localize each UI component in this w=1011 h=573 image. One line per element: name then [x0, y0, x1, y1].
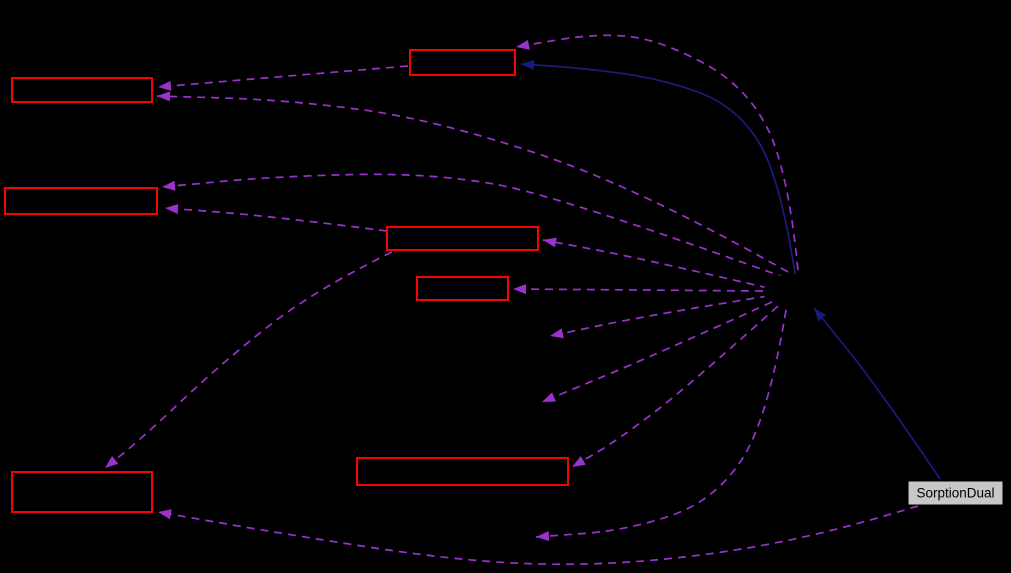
node-hub-class	[764, 275, 846, 301]
edge-hub-class-to-top-class-inheritance	[520, 63, 796, 275]
node-hidden-a	[456, 324, 548, 350]
node-box-hidden-c	[442, 524, 534, 550]
node-box-left-class[interactable]	[4, 187, 158, 215]
node-box-center-class[interactable]	[386, 226, 539, 251]
arrowhead-hub-class-to-hidden-b	[542, 392, 556, 402]
edge-hub-class-to-center-class-usage	[542, 239, 769, 289]
arrowhead-hub-class-to-top-left-class	[157, 91, 171, 102]
edge-center-class-to-left-class-usage	[164, 207, 388, 232]
node-left-class[interactable]	[4, 187, 158, 215]
edge-hub-class-to-small-class-usage	[512, 288, 764, 292]
node-box-hidden-b	[449, 390, 541, 416]
arrowhead-sorption-dual-to-hub-class	[814, 308, 826, 322]
node-bottom-left-class[interactable]	[11, 471, 153, 513]
node-hidden-b	[449, 390, 541, 416]
edge-hub-class-to-hidden-c-usage	[535, 309, 787, 538]
node-top-left-class[interactable]	[11, 77, 153, 103]
edge-hub-class-to-hidden-b-usage	[541, 301, 773, 403]
arrowhead-hub-class-to-small-class	[513, 284, 526, 295]
arrowhead-hub-class-to-center-class	[543, 237, 557, 248]
node-hidden-c	[442, 524, 534, 550]
node-top-class[interactable]	[409, 49, 516, 76]
arrowhead-hub-class-to-top-class	[521, 59, 535, 70]
arrowhead-hub-class-to-left-class	[162, 180, 176, 191]
arrowhead-center-class-to-bottom-left-class	[105, 456, 119, 468]
arrowhead-hub-class-to-hidden-a	[550, 328, 564, 339]
arrowhead-center-class-to-left-class	[165, 204, 179, 214]
node-box-bottom-left-class[interactable]	[11, 471, 153, 513]
edge-hub-class-to-bottom-center-class-usage	[571, 305, 779, 468]
edge-hub-class-to-top-class-usage	[515, 34, 799, 271]
node-box-bottom-center-class[interactable]	[356, 457, 569, 486]
node-box-top-class[interactable]	[409, 49, 516, 76]
node-box-small-class[interactable]	[416, 276, 509, 301]
node-center-class[interactable]	[386, 226, 539, 251]
edge-sorption-dual-to-bottom-left-class-usage	[157, 505, 919, 566]
node-sorption-dual[interactable]: SorptionDual	[907, 480, 1004, 506]
node-box-hidden-a	[456, 324, 548, 350]
node-box-hub-class	[764, 275, 846, 301]
arrowhead-hub-class-to-bottom-center-class	[572, 456, 586, 467]
edge-hub-class-to-hidden-a-usage	[549, 295, 769, 337]
arrowhead-top-class-to-top-left-class	[158, 80, 172, 91]
edge-sorption-dual-to-hub-class-inheritance	[813, 307, 941, 480]
node-label-sorption-dual: SorptionDual	[916, 486, 994, 501]
node-small-class[interactable]	[416, 276, 509, 301]
edge-center-class-to-bottom-left-class-usage	[104, 251, 393, 469]
arrowhead-hub-class-to-top-class	[516, 39, 530, 50]
edge-hub-class-to-left-class-usage	[161, 173, 787, 279]
node-bottom-center-class[interactable]	[356, 457, 569, 486]
edge-hub-class-to-top-left-class-usage	[156, 95, 789, 273]
edge-top-class-to-top-left-class-usage	[157, 65, 409, 88]
node-box-sorption-dual[interactable]	[907, 480, 1004, 506]
arrowhead-hub-class-to-hidden-c	[536, 531, 550, 541]
node-box-top-left-class[interactable]	[11, 77, 153, 103]
arrowhead-sorption-dual-to-bottom-left-class	[158, 509, 172, 520]
